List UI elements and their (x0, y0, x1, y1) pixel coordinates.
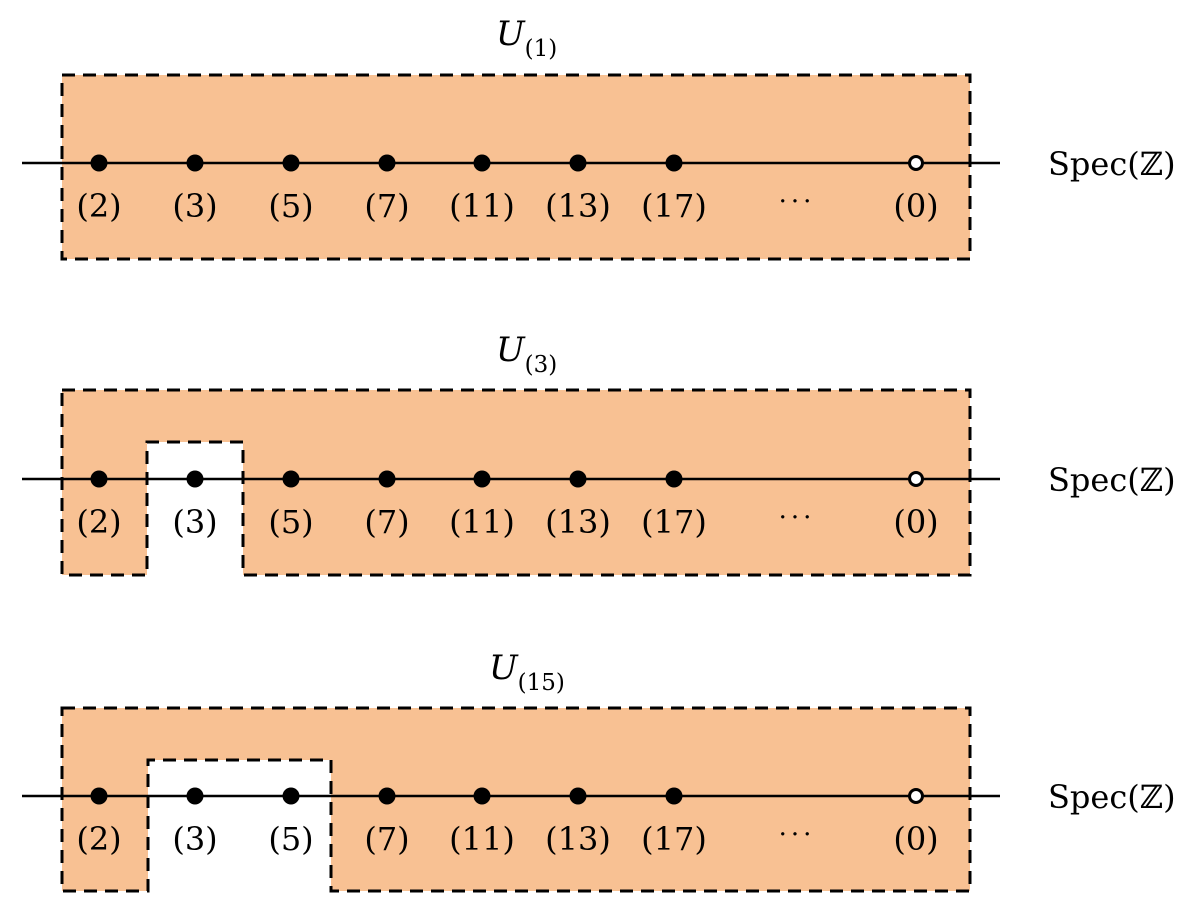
point-11 (473, 470, 491, 488)
point-3 (186, 470, 204, 488)
label-3: (3) (172, 820, 217, 858)
generic-point-0 (908, 788, 924, 804)
label-5: (5) (268, 503, 313, 541)
label-11: (11) (449, 503, 515, 541)
panel-u15: U(15) (2) (3) (5) (7) (11) (13) (17) ···… (22, 648, 1176, 893)
point-7 (378, 470, 396, 488)
point-5 (282, 787, 300, 805)
label-2: (2) (76, 187, 121, 225)
label-13: (13) (545, 187, 611, 225)
label-3: (3) (172, 187, 217, 225)
point-13 (569, 154, 587, 172)
point-17 (665, 154, 683, 172)
spec-z-label: Spec(ℤ) (1048, 461, 1176, 499)
panel-title-u3: U(3) (496, 330, 557, 378)
point-3 (186, 787, 204, 805)
point-13 (569, 787, 587, 805)
label-0: (0) (893, 820, 938, 858)
point-11 (473, 154, 491, 172)
open-region-u3 (60, 388, 972, 577)
point-7 (378, 154, 396, 172)
point-2 (90, 470, 108, 488)
generic-point-0 (908, 155, 924, 171)
point-17 (665, 787, 683, 805)
label-5: (5) (268, 820, 313, 858)
label-2: (2) (76, 820, 121, 858)
point-5 (282, 470, 300, 488)
spec-z-label: Spec(ℤ) (1048, 145, 1176, 183)
label-2: (2) (76, 503, 121, 541)
label-11: (11) (449, 820, 515, 858)
generic-point-0 (908, 471, 924, 487)
label-13: (13) (545, 503, 611, 541)
ellipsis: ··· (779, 503, 816, 533)
label-17: (17) (641, 503, 707, 541)
point-5 (282, 154, 300, 172)
panel-u3: U(3) (2) (3) (5) (7) (11) (13) (17) ··· … (22, 330, 1176, 577)
point-17 (665, 470, 683, 488)
ellipsis: ··· (779, 820, 816, 850)
point-13 (569, 470, 587, 488)
panel-u1: U(1) (2) (3) (5) (7) (11) (13) (17) ··· … (22, 14, 1176, 261)
label-17: (17) (641, 187, 707, 225)
panel-title-u1: U(1) (496, 14, 557, 62)
label-17: (17) (641, 820, 707, 858)
point-2 (90, 787, 108, 805)
ellipsis: ··· (779, 187, 816, 217)
spec-z-label: Spec(ℤ) (1048, 778, 1176, 816)
label-5: (5) (268, 187, 313, 225)
point-3 (186, 154, 204, 172)
point-7 (378, 787, 396, 805)
panel-title-u15: U(15) (489, 648, 565, 696)
label-3: (3) (172, 503, 217, 541)
point-2 (90, 154, 108, 172)
open-region-u15 (60, 706, 972, 893)
label-11: (11) (449, 187, 515, 225)
label-7: (7) (364, 820, 409, 858)
open-region-u1 (60, 73, 972, 261)
label-7: (7) (364, 187, 409, 225)
label-0: (0) (893, 187, 938, 225)
point-11 (473, 787, 491, 805)
label-7: (7) (364, 503, 409, 541)
label-0: (0) (893, 503, 938, 541)
label-13: (13) (545, 820, 611, 858)
